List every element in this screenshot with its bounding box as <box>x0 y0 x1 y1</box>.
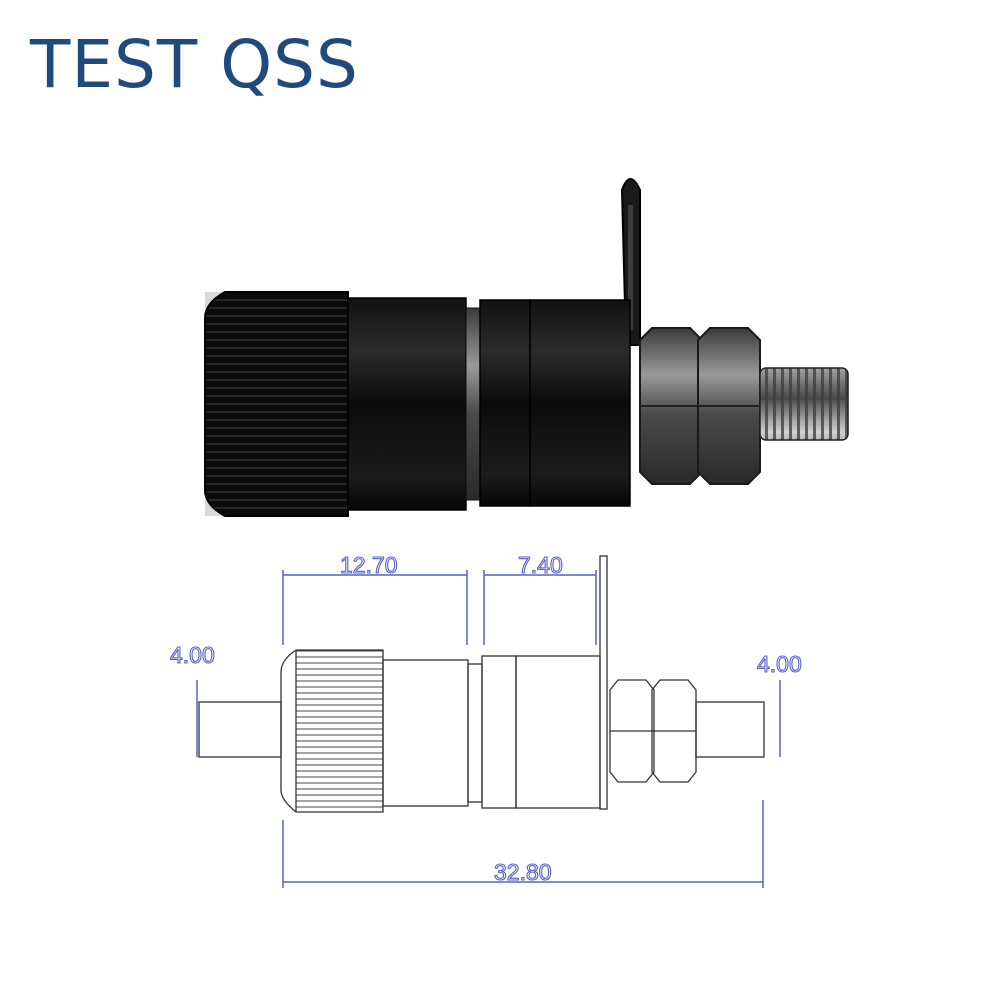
drawing-nut-left <box>609 679 655 783</box>
drawing-stud <box>695 701 765 758</box>
drawing-collar <box>481 655 517 809</box>
threaded-stud <box>759 367 849 441</box>
dimension-lines <box>196 570 781 888</box>
dimension-knob-width: 12.70 <box>340 552 398 578</box>
base-flange <box>529 299 631 507</box>
knurled-knob <box>204 291 349 517</box>
silver-ring <box>465 307 481 501</box>
terminal-render <box>204 178 849 517</box>
dimension-right-thread: 4.00 <box>757 651 802 677</box>
brand-title: TEST QSS <box>30 26 359 103</box>
dimension-collar-width: 7.40 <box>518 552 563 578</box>
drawing-nut-right <box>651 679 697 783</box>
technical-drawing <box>198 555 765 813</box>
dimension-overall-length: 32.80 <box>494 859 552 885</box>
insulated-body <box>347 297 467 511</box>
drawing-lug <box>599 555 608 810</box>
dimension-left-pin: 4.00 <box>170 642 215 668</box>
body-collar <box>479 299 531 507</box>
drawing-left-pin <box>198 701 282 758</box>
drawing-body <box>382 659 469 807</box>
